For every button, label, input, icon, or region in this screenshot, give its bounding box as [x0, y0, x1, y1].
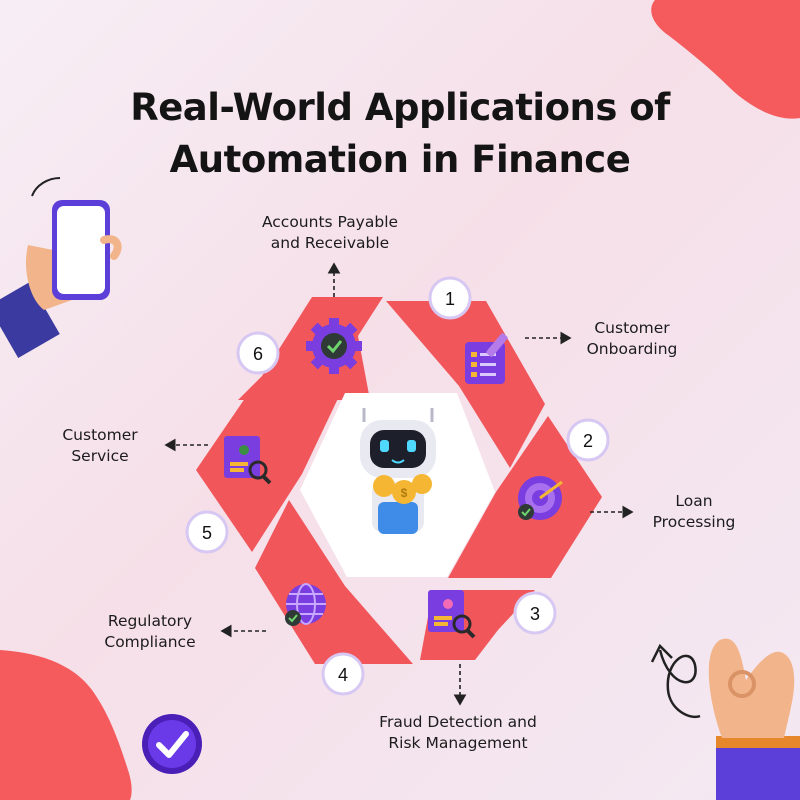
hand-ok-icon	[708, 638, 800, 800]
number-badge-3: 3	[513, 591, 557, 635]
number-badge-5: 5	[185, 510, 229, 554]
number-5-text: 5	[202, 523, 212, 543]
step-label-4-line-1: Regulatory	[107, 612, 193, 630]
step-label-4: Regulatory Compliance	[88, 611, 212, 653]
step-label-5-line-1: Customer	[62, 426, 138, 444]
document-search-icon-2	[224, 436, 272, 485]
step-label-3-line-2: Risk Management	[388, 734, 528, 752]
step-label-4-line-2: Compliance	[104, 633, 196, 651]
step-label-5-line-2: Service	[71, 447, 129, 465]
step-label-3-line-1: Fraud Detection and	[379, 713, 537, 731]
document-search-icon	[428, 590, 476, 639]
step-label-6: Accounts Payable and Receivable	[240, 212, 420, 254]
segment-5	[196, 388, 343, 552]
checkmark-badge-icon	[142, 714, 202, 774]
number-2-text: 2	[583, 431, 593, 451]
number-6-text: 6	[253, 344, 263, 364]
step-label-1: Customer Onboarding	[572, 318, 692, 360]
step-label-2-line-2: Processing	[652, 513, 736, 531]
robot-coins-icon: $	[360, 408, 436, 534]
number-4-text: 4	[338, 665, 348, 685]
step-label-5: Customer Service	[40, 425, 160, 467]
number-1-text: 1	[445, 289, 455, 309]
page-title: Real-World Applications of Automation in…	[0, 82, 800, 186]
number-badge-1: 1	[428, 276, 472, 320]
number-circles: 1 2 3 4 5 6	[185, 276, 610, 696]
number-badge-6: 6	[236, 331, 280, 375]
step-label-1-line-1: Customer	[594, 319, 670, 337]
segment-1	[386, 301, 545, 468]
checklist-pencil-icon	[465, 333, 508, 384]
target-dart-icon	[518, 476, 563, 520]
blob-top-right	[651, 0, 800, 119]
step-label-2-line-1: Loan	[675, 492, 713, 510]
page-title-line-1: Real-World Applications of	[130, 86, 670, 129]
connector-arrows	[164, 262, 634, 706]
squiggle-arrow-icon	[650, 643, 701, 719]
number-3-text: 3	[530, 604, 540, 624]
step-label-1-line-2: Onboarding	[586, 340, 678, 358]
step-label-3: Fraud Detection and Risk Management	[352, 712, 564, 754]
page-title-line-2: Automation in Finance	[169, 138, 631, 181]
number-badge-4: 4	[321, 652, 365, 696]
blob-bottom-left	[0, 650, 132, 800]
number-badge-2: 2	[566, 418, 610, 462]
svg-text:$: $	[401, 486, 408, 500]
step-label-6-line-1: Accounts Payable	[261, 213, 399, 231]
gear-check-icon	[306, 318, 362, 374]
step-label-2: Loan Processing	[634, 491, 754, 533]
globe-check-icon	[285, 583, 326, 626]
step-label-6-line-2: and Receivable	[270, 234, 390, 252]
hand-phone-icon	[0, 177, 122, 358]
